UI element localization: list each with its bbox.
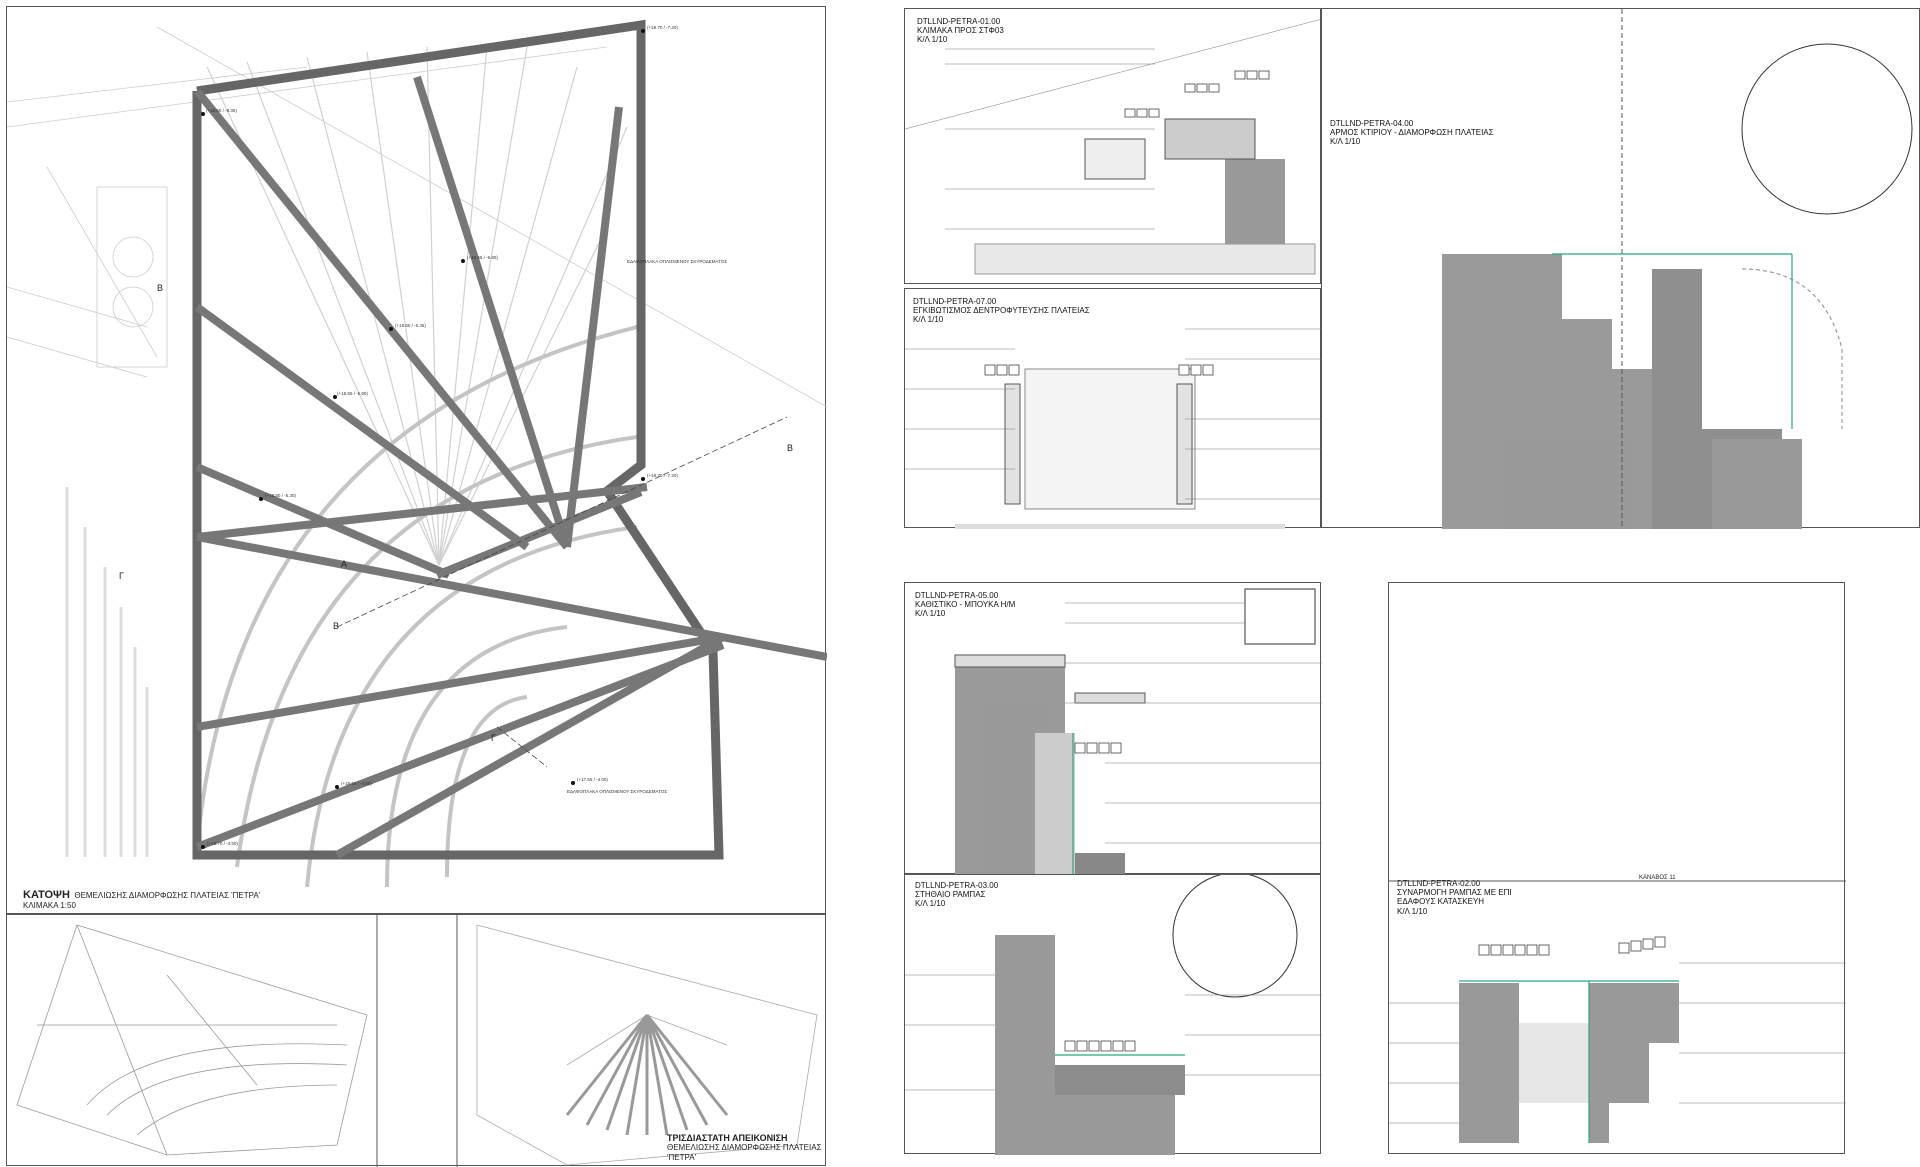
detail-03-name: ΣΤΗΘΑΙΟ ΡΑΜΠΑΣ (915, 890, 986, 900)
detail-05-sheet: DTLLND-PETRA-05.00 ΚΑΘΙΣΤΙΚΟ - ΜΠΟΥΚΑ Η/… (904, 582, 1322, 875)
detail-02-sheet: DTLLND-PETRA-02.00 ΣΥΝΑΡΜΟΓΗ ΡΑΜΠΑΣ ΜΕ Ε… (1388, 582, 1846, 1154)
section-mark-b2: B (333, 621, 340, 631)
detail-03-id: DTLLND-PETRA-03.00 (915, 881, 999, 890)
view3d-subtitle: ΘΕΜΕΛΙΩΣΗΣ ΔΙΑΜΟΡΦΩΣΗΣ ΠΛΑΤΕΙΑΣ 'ΠΕΤΡΑ' (667, 1143, 822, 1162)
detail-03-scale: Κ/Λ 1/10 (915, 899, 946, 909)
section-mark-a: A (341, 559, 348, 569)
detail-02-id: DTLLND-PETRA-02.00 (1397, 879, 1481, 888)
plan-drawing (7, 19, 827, 888)
detail-01-drawing (905, 18, 1322, 275)
detail-05-scale: Κ/Λ 1/10 (915, 609, 946, 619)
detail-07-sheet: DTLLND-PETRA-07.00 ΕΓΚΙΒΩΤΙΣΜΟΣ ΔΕΝΤΡΟΦΥ… (904, 288, 1322, 529)
detail-03-sheet: DTLLND-PETRA-03.00 ΣΤΗΘΑΙΟ ΡΑΜΠΑΣ Κ/Λ 1/… (904, 874, 1322, 1155)
detail-02-name: ΣΥΝΑΡΜΟΓΗ ΡΑΜΠΑΣ ΜΕ ΕΠΙ ΕΔΑΦΟΥΣ ΚΑΤΑΣΚΕΥ… (1397, 888, 1512, 907)
detail-05-name: ΚΑΘΙΣΤΙΚΟ - ΜΠΟΥΚΑ Η/Μ (915, 600, 1016, 610)
section-mark-g: Γ (491, 733, 496, 743)
detail-07-id: DTLLND-PETRA-07.00 (913, 297, 997, 306)
section-mark-b: B (787, 443, 794, 453)
plan-note-2: ΕΔΑΦΟΠΛΑΚΑ ΟΠΛΙΣΜΕΝΟΥ ΣΚΥΡΟΔΕΜΑΤΟΣ (567, 789, 668, 794)
detail-01-scale: Κ/Λ 1/10 (917, 35, 948, 45)
detail-01-id: DTLLND-PETRA-01.00 (917, 17, 1001, 26)
detail-05-id: DTLLND-PETRA-05.00 (915, 591, 999, 600)
detail-02-note: ΚΑΝΑΒΟΣ 11 (1639, 875, 1676, 881)
view3d-title: ΤΡΙΣΔΙΑΣΤΑΤΗ ΑΠΕΙΚΟΝΙΣΗ (667, 1133, 788, 1143)
plan-sheet: (+18.60 / -8.35) (+18.70 / -7.20) (+18.6… (6, 6, 827, 914)
detail-04-scale: Κ/Λ 1/10 (1330, 137, 1361, 147)
detail-04-id: DTLLND-PETRA-04.00 (1330, 119, 1414, 128)
detail-04-sheet: DTLLND-PETRA-04.00 ΑΡΜΟΣ ΚΤΙΡΙΟΥ - ΔΙΑΜΟ… (1321, 8, 1920, 529)
detail-04-name: ΑΡΜΟΣ ΚΤΙΡΙΟΥ - ΔΙΑΜΟΡΦΩΣΗ ΠΛΑΤΕΙΑΣ (1330, 128, 1494, 138)
plan-title: ΚΑΤΟΨΗ (23, 889, 70, 901)
plan-note-1: ΕΔΑΦΟΠΛΑΚΑ ΟΠΛΙΣΜΕΝΟΥ ΣΚΥΡΟΔΕΜΑΤΟΣ (627, 259, 728, 264)
detail-07-name: ΕΓΚΙΒΩΤΙΣΜΟΣ ΔΕΝΤΡΟΦΥΤΕΥΣΗΣ ΠΛΑΤΕΙΑΣ (913, 306, 1090, 316)
detail-07-drawing (905, 328, 1322, 529)
view3d-sheet: ΤΡΙΣΔΙΑΣΤΑΤΗ ΑΠΕΙΚΟΝΙΣΗ ΘΕΜΕΛΙΩΣΗΣ ΔΙΑΜΟ… (6, 914, 826, 1167)
section-mark-g2: Γ (119, 571, 124, 581)
detail-05-drawing (954, 588, 1322, 875)
detail-03-drawing (905, 875, 1322, 1155)
view3d-drawing (16, 915, 818, 1167)
detail-02-scale: Κ/Λ 1/10 (1397, 906, 1428, 916)
plan-scale: ΚΛΙΜΑΚΑ 1:50 (23, 901, 76, 910)
detail-01-sheet: DTLLND-PETRA-01.00 ΚΛΙΜΑΚΑ ΠΡΟΣ ΣΤΦ03 Κ/… (904, 8, 1322, 284)
section-mark-b3: B (157, 283, 164, 293)
detail-02-drawing (1389, 880, 1846, 1143)
detail-04-drawing (1442, 9, 1913, 529)
detail-07-scale: Κ/Λ 1/10 (913, 315, 944, 325)
detail-01-name: ΚΛΙΜΑΚΑ ΠΡΟΣ ΣΤΦ03 (917, 26, 1004, 36)
plan-subtitle: ΘΕΜΕΛΙΩΣΗΣ ΔΙΑΜΟΡΦΩΣΗΣ ΠΛΑΤΕΙΑΣ 'ΠΕΤΡΑ' (74, 891, 261, 900)
